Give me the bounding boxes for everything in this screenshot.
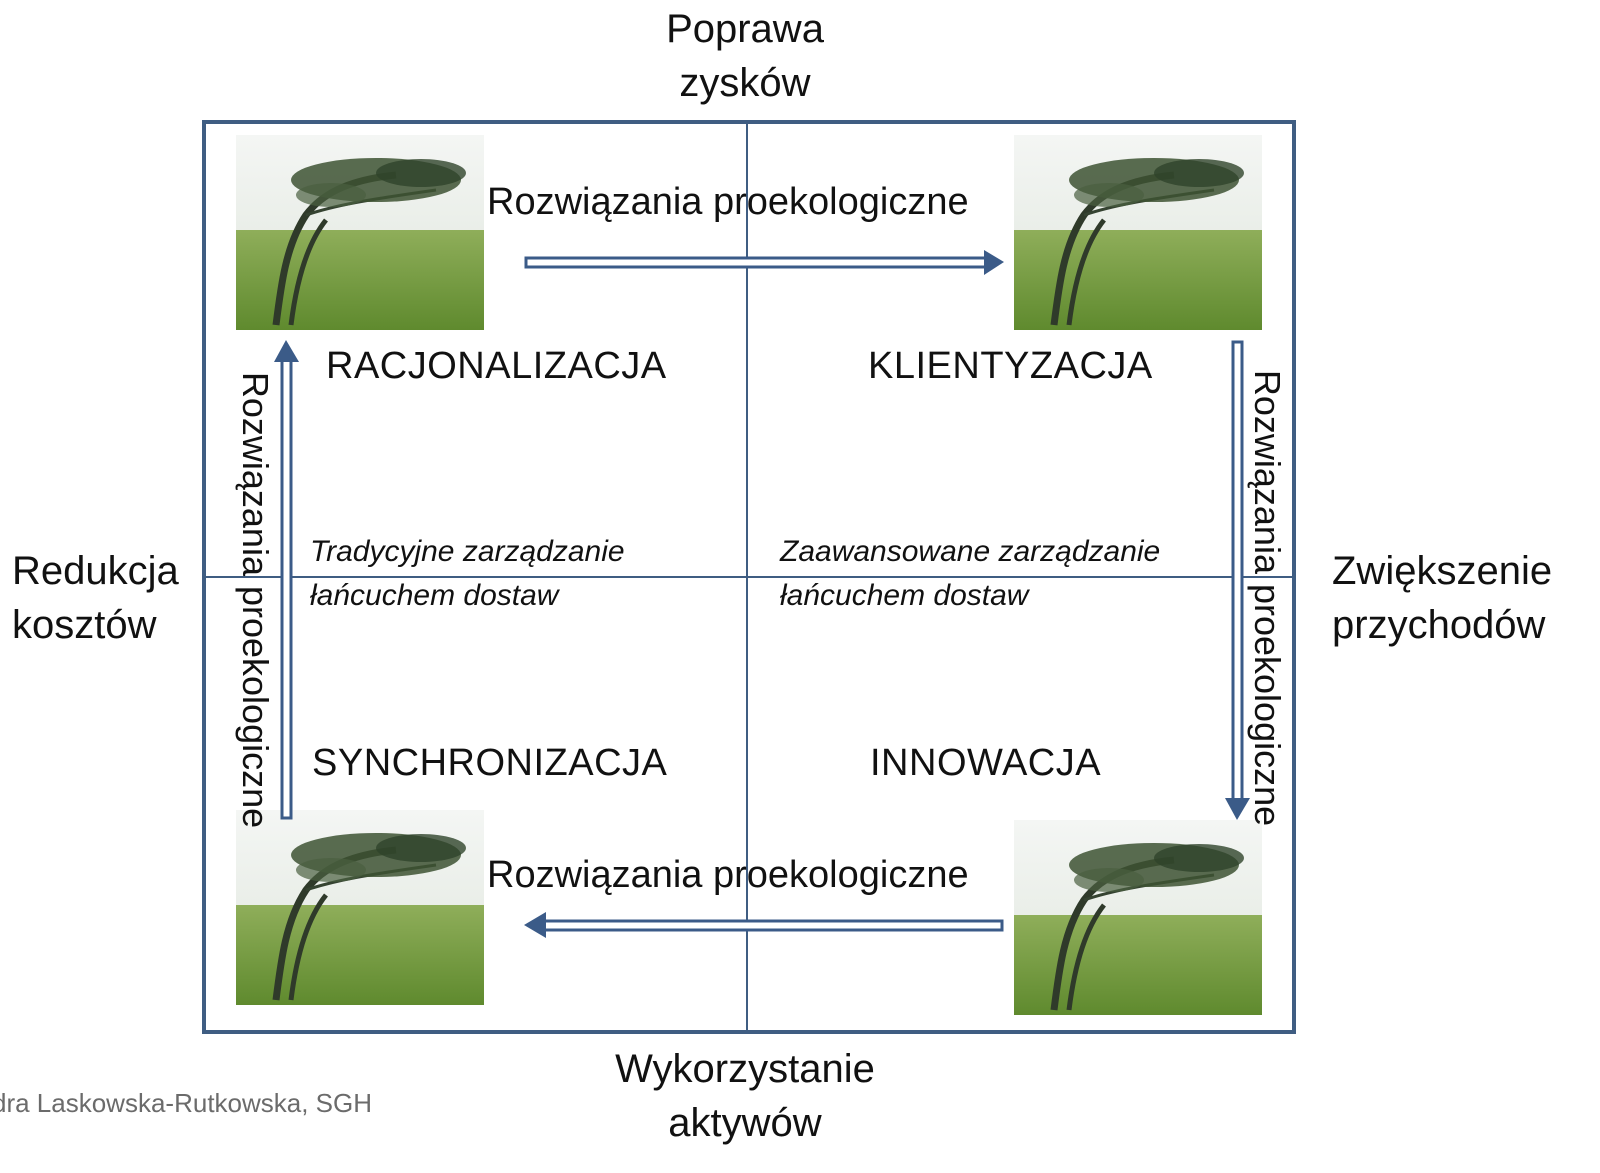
quadrant-title-top-right: KLIENTYZACJA bbox=[868, 345, 1153, 387]
axis-top-line2: zysków bbox=[679, 61, 811, 105]
footer-credit: dra Laskowska-Rutkowska, SGH bbox=[0, 1088, 373, 1118]
axis-label-top: Poprawa zysków bbox=[620, 2, 870, 110]
tree-image-top-left bbox=[236, 135, 484, 330]
note-advanced-scm: Zaawansowane zarządzanie łańcuchem dosta… bbox=[780, 530, 1160, 618]
flow-label-top: Rozwiązania proekologiczne bbox=[487, 181, 969, 223]
windswept-tree-icon bbox=[236, 135, 484, 330]
flow-label-right: Rozwiązania proekologiczne bbox=[1247, 369, 1288, 827]
axis-bottom-line2: aktywów bbox=[668, 1101, 822, 1145]
note-right-line1: Zaawansowane zarządzanie bbox=[780, 535, 1161, 568]
quadrant-title-top-left: RACJONALIZACJA bbox=[326, 345, 667, 387]
note-right-line2: łańcuchem dostaw bbox=[780, 579, 1029, 612]
axis-label-left: Redukcja kosztów bbox=[0, 544, 207, 652]
axis-left-line1: Redukcja bbox=[12, 549, 179, 593]
axis-right-line2: przychodów bbox=[1332, 603, 1546, 647]
windswept-tree-icon bbox=[236, 810, 484, 1005]
axis-top-line1: Poprawa bbox=[666, 7, 824, 51]
quadrant-title-bottom-right: INNOWACJA bbox=[870, 742, 1102, 784]
flow-label-bottom: Rozwiązania proekologiczne bbox=[487, 854, 969, 896]
axis-left-line2: kosztów bbox=[12, 603, 157, 647]
axis-bottom-line1: Wykorzystanie bbox=[615, 1047, 875, 1091]
tree-image-bottom-right bbox=[1014, 820, 1262, 1015]
axis-label-right: Zwiększenie przychodów bbox=[1332, 544, 1600, 652]
quadrant-title-bottom-left: SYNCHRONIZACJA bbox=[312, 742, 668, 784]
axis-right-line1: Zwiększenie bbox=[1332, 549, 1553, 593]
note-left-line1: Tradycyjne zarządzanie bbox=[310, 535, 625, 568]
note-traditional-scm: Tradycyjne zarządzanie łańcuchem dostaw bbox=[310, 530, 625, 618]
tree-image-bottom-left bbox=[236, 810, 484, 1005]
horizontal-divider bbox=[204, 576, 1294, 578]
axis-label-bottom: Wykorzystanie aktywów bbox=[580, 1042, 910, 1150]
windswept-tree-icon bbox=[1014, 135, 1262, 330]
note-left-line2: łańcuchem dostaw bbox=[310, 579, 559, 612]
tree-image-top-right bbox=[1014, 135, 1262, 330]
windswept-tree-icon bbox=[1014, 820, 1262, 1015]
flow-label-left: Rozwiązania proekologiczne bbox=[235, 371, 276, 829]
